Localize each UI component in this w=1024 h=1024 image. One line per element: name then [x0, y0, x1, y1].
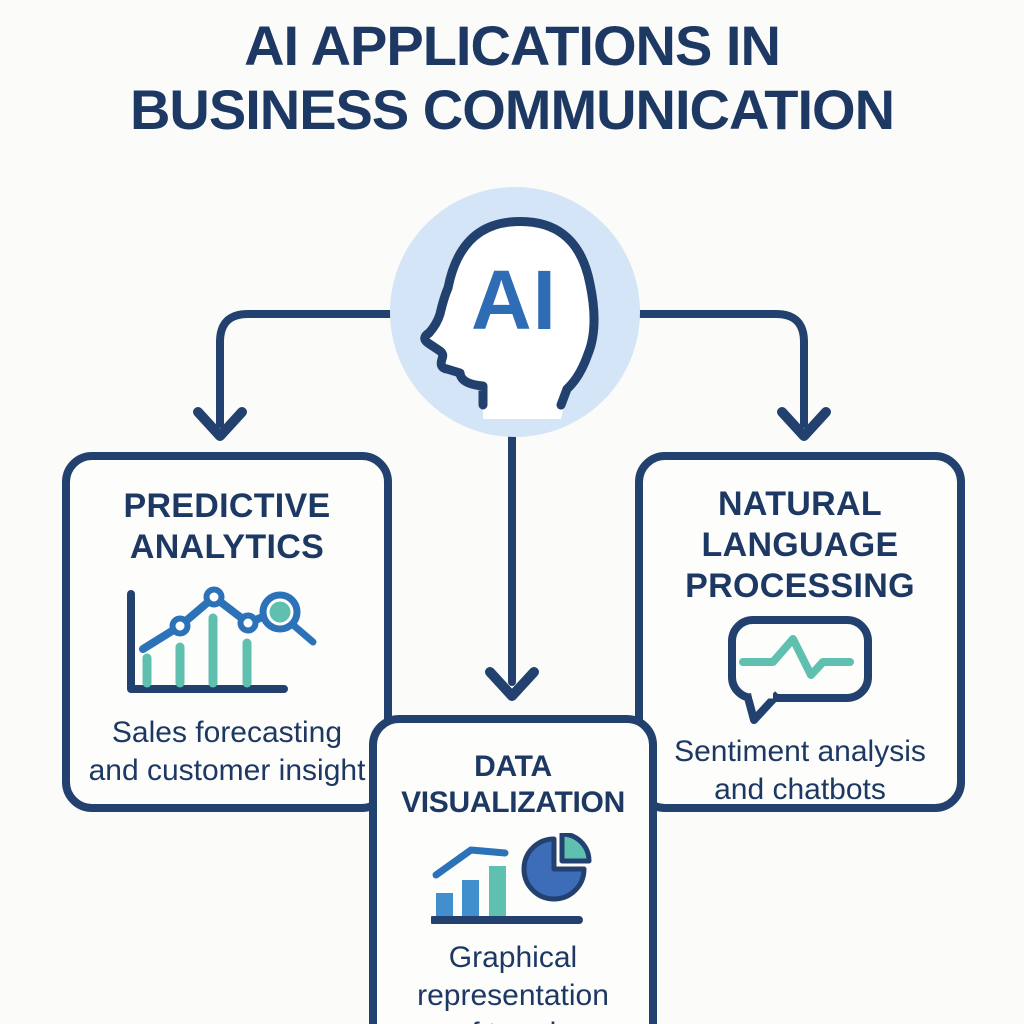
card-title-line: NATURAL	[718, 485, 882, 523]
chart-bars	[142, 613, 252, 688]
page-title-line-2: BUSINESS COMMUNICATION	[129, 78, 895, 141]
ai-center-node: AI	[390, 187, 640, 437]
card-data-visualization: DATA VISUALIZATION Graphical representat…	[369, 715, 657, 1024]
card-title-line: LANGUAGE	[701, 526, 899, 564]
card-description: Sales forecasting and customer insight	[70, 714, 384, 790]
speech-bubble-tail	[742, 691, 781, 724]
bar-chart-pie-chart-icon	[430, 833, 591, 924]
card-title: DATA VISUALIZATION	[377, 749, 649, 821]
ai-label: AI	[471, 253, 557, 347]
card-description-line: and chatbots	[714, 773, 886, 806]
card-title: NATURAL LANGUAGE PROCESSING	[643, 484, 957, 607]
card-title-line: PREDICTIVE	[123, 487, 331, 525]
head-profile-icon: AI	[420, 217, 599, 419]
card-description-line: of trends	[377, 1015, 649, 1024]
card-description: Sentiment analysis and chatbots	[643, 733, 957, 809]
card-predictive-analytics: PREDICTIVE ANALYTICS	[62, 452, 392, 812]
pie-chart	[521, 833, 591, 902]
pie-body	[521, 836, 586, 902]
trend-line	[139, 586, 274, 653]
arrowhead-right-icon	[777, 407, 831, 441]
card-description-line: and customer insight	[88, 754, 366, 787]
pie-slice	[559, 833, 591, 864]
card-description-line: Sentiment analysis	[674, 735, 926, 768]
card-description: Graphical representation of trends	[377, 939, 649, 1024]
rising-line	[432, 846, 508, 879]
trend-chart-magnifier-icon	[127, 586, 317, 693]
card-natural-language-processing: NATURAL LANGUAGE PROCESSING Sentiment an…	[635, 452, 965, 812]
arrowhead-center-icon	[485, 667, 539, 701]
card-title-line: VISUALIZATION	[401, 786, 625, 819]
magnifier-icon	[259, 591, 317, 646]
arrow-to-predictive-analytics	[216, 310, 404, 428]
chart-axis	[127, 590, 288, 693]
arrowhead-left-icon	[193, 407, 247, 441]
card-title-line: PROCESSING	[685, 567, 915, 605]
mini-bar-chart	[430, 846, 583, 924]
head-outline	[420, 217, 599, 410]
head-fill	[424, 221, 595, 419]
card-description-line: representation	[417, 979, 609, 1012]
card-title-line: ANALYTICS	[129, 528, 325, 566]
card-description-line: Graphical	[448, 941, 578, 974]
speech-bubble-waveform-icon	[727, 616, 872, 724]
page-title: AI APPLICATIONS IN BUSINESS COMMUNICATIO…	[0, 14, 1024, 142]
card-title: PREDICTIVE ANALYTICS	[70, 486, 384, 568]
card-description-line: Sales forecasting	[111, 716, 343, 749]
arrow-to-natural-language-processing	[620, 310, 808, 428]
card-title-line: DATA	[474, 750, 552, 783]
page-title-line-1: AI APPLICATIONS IN	[244, 14, 781, 77]
waveform	[738, 635, 854, 679]
